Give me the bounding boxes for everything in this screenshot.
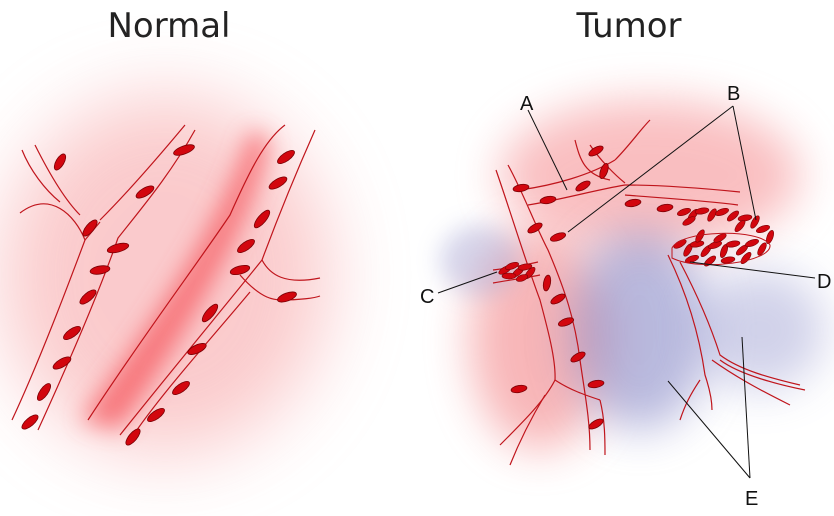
tumor-red-haze-top [500,100,800,250]
tumor-hypoxic-haze-3 [440,225,520,295]
tumor-hypoxic-haze-2 [695,270,825,390]
label-e: E [745,488,758,510]
tumor-panel: A B C D E [420,83,831,510]
normal-panel [0,95,330,455]
label-a: A [520,93,534,115]
label-d: D [817,271,831,293]
label-b: B [727,83,740,105]
label-c: C [420,286,434,308]
